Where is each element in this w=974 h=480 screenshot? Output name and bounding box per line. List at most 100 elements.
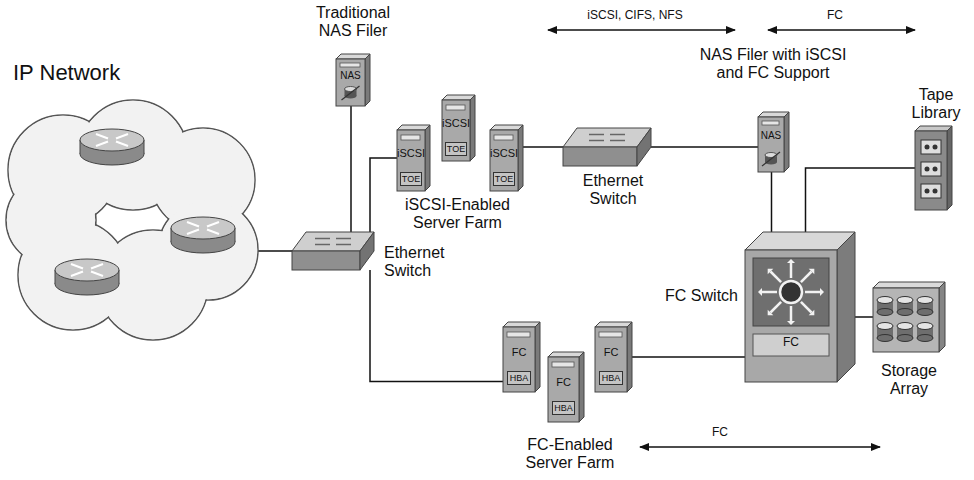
side-face: [627, 322, 632, 392]
disk-drive: [877, 297, 893, 316]
front-face: [397, 130, 425, 191]
switch-side: [360, 232, 374, 270]
front-face: [442, 100, 470, 161]
text-label: FC: [700, 426, 740, 440]
drive-slot: [446, 105, 465, 110]
front-face: [503, 327, 535, 392]
top-face: [595, 322, 632, 327]
front-face: [758, 117, 784, 172]
tape-slot: [921, 184, 941, 198]
text-label: iSCSI-Enabled Server Farm: [400, 196, 515, 233]
front-face: [595, 327, 627, 392]
network-link: [651, 146, 758, 148]
span-arrow: [768, 29, 915, 30]
drive-slot: [340, 63, 360, 67]
device-label: Ethernet Switch: [573, 172, 653, 209]
device-text: iSCSI: [397, 147, 425, 160]
tape-reel: [925, 145, 930, 150]
nas-filer-shape: [758, 112, 789, 172]
front-face: [336, 59, 365, 106]
switch-top: [563, 128, 651, 147]
drive-slot: [401, 135, 420, 140]
network-link: [257, 250, 292, 252]
adapter-tag: TOE: [400, 172, 422, 186]
disk-icon: [762, 152, 780, 166]
device-text: FC: [595, 346, 627, 359]
top-face: [336, 54, 370, 59]
tape-slot: [921, 140, 941, 154]
front-face: [873, 288, 939, 352]
side-face: [837, 232, 855, 382]
emblem-head: [787, 259, 795, 263]
side-face: [939, 282, 945, 352]
front-face: [548, 357, 579, 422]
nas-filer: Traditional NAS FilerNAS: [336, 54, 370, 106]
device-text: FC: [755, 336, 827, 350]
network-link: [370, 270, 503, 382]
disk-drive: [917, 323, 933, 342]
disk-drive: [877, 323, 893, 342]
ethernet-switch-shape: [292, 232, 374, 270]
front-face: [915, 131, 947, 210]
side-face: [535, 322, 540, 392]
iscsi-server: iSCSITOE: [490, 125, 523, 191]
side-face: [947, 126, 952, 210]
fc-server: FCHBA: [503, 322, 540, 392]
network-link: [806, 168, 916, 232]
top-face: [503, 322, 540, 327]
emblem-head: [768, 310, 774, 316]
device-text: NAS: [758, 130, 784, 142]
text-label: FC: [815, 9, 855, 23]
drive-slot: [762, 121, 779, 125]
storage-array: Storage Array: [873, 282, 945, 352]
disk-drive: [897, 297, 913, 316]
side-face: [425, 125, 430, 191]
emblem-arrow: [770, 302, 781, 313]
text-label: FC-Enabled Server Farm: [515, 436, 625, 473]
network-link: [771, 172, 773, 232]
switch-arrow: [589, 140, 604, 142]
network-link: [350, 106, 352, 232]
cloud-outline: [6, 100, 258, 340]
emblem-arrow: [762, 291, 777, 294]
span-arrow: [548, 29, 735, 30]
tape-slot: [921, 162, 941, 176]
text-label: iSCSI, CIFS, NFS: [560, 9, 710, 23]
fc-switch: FC SwitchFC: [745, 232, 855, 382]
tape-reel: [933, 189, 938, 194]
emblem-arrow: [801, 302, 812, 313]
adapter-tag: HBA: [599, 371, 623, 385]
side-face: [518, 125, 523, 191]
switch-front: [292, 251, 360, 270]
device-label: Traditional NAS Filer: [301, 4, 405, 41]
drive-slot: [507, 332, 530, 337]
adapter-tag: HBA: [552, 401, 575, 415]
switch-arrow: [610, 140, 625, 142]
side-face: [579, 352, 584, 422]
switch-arrow: [610, 134, 625, 136]
network-link: [370, 158, 397, 232]
emblem-head: [768, 269, 774, 275]
disk-drive: [897, 323, 913, 342]
device-text: iSCSI: [490, 147, 518, 160]
nas-filer: NAS Filer with iSCSI and FC SupportNAS: [758, 112, 789, 172]
switch-arrow: [336, 244, 351, 246]
front-face: [490, 130, 518, 191]
tape-library-shape: [915, 126, 952, 210]
drive-slot: [599, 332, 622, 337]
top-face: [915, 126, 952, 131]
ethernet-switch: Ethernet Switch: [563, 128, 651, 166]
emblem-arrow: [790, 263, 793, 278]
device-text: NAS: [336, 70, 365, 82]
tape-reel: [925, 167, 930, 172]
disk-drive: [917, 297, 933, 316]
span-arrow: [640, 446, 880, 447]
router-icon: [171, 217, 235, 253]
front-face: [745, 250, 837, 382]
network-link: [632, 356, 745, 358]
device-text: FC: [503, 346, 535, 359]
emblem-head: [809, 310, 815, 316]
fc-server: FCHBA: [548, 352, 584, 422]
device-label: Storage Array: [869, 362, 949, 399]
emblem-arrow: [770, 271, 781, 282]
